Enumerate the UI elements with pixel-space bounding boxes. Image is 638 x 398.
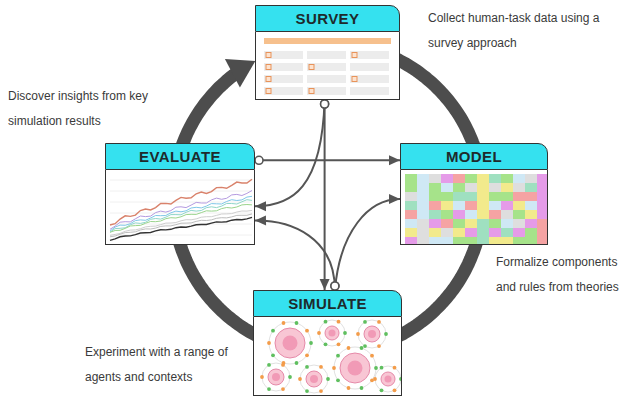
stage-header: MODEL: [400, 143, 548, 170]
stage-illustration: [253, 317, 402, 396]
stage-card: SIMULATE: [253, 290, 402, 396]
stage-title: MODEL: [446, 148, 502, 165]
stage-title: EVALUATE: [139, 148, 221, 165]
illustration: [106, 170, 255, 245]
cycle-arc-line: [394, 238, 478, 338]
start-dot: [321, 100, 329, 108]
arrowhead: [320, 279, 330, 290]
cycle-arc: [181, 59, 256, 150]
stage-header: SURVEY: [255, 5, 400, 32]
stage-description: Discover insights from key simulation re…: [8, 84, 173, 134]
cycle-arc: [178, 237, 259, 337]
start-dot: [331, 282, 339, 290]
flow-arrow: [255, 155, 400, 165]
illustration: [254, 317, 402, 396]
flow-line: [335, 199, 400, 290]
flow-line: [255, 220, 335, 290]
cycle-arc: [394, 238, 478, 338]
arrowhead: [255, 201, 266, 211]
stage-description: Experiment with a range of agents and co…: [85, 340, 245, 390]
stage-description: Formalize components and rules from theo…: [496, 250, 634, 300]
cycle-arc: [393, 58, 475, 151]
stage-title: SURVEY: [296, 10, 360, 27]
flow-arrow: [255, 100, 329, 211]
illustration: [401, 170, 548, 245]
stage-card: MODEL: [400, 143, 548, 245]
illustration: [256, 32, 400, 100]
stage-header: EVALUATE: [105, 143, 255, 170]
stage-illustration: [105, 170, 255, 245]
stage-title: SIMULATE: [288, 295, 367, 312]
flow-line: [255, 159, 400, 161]
cycle-arc-line: [393, 58, 475, 151]
cycle-arc-line: [178, 237, 259, 337]
stage-card: EVALUATE: [105, 143, 255, 245]
flow-arrow: [320, 100, 330, 290]
cycle-arc-line: [181, 71, 240, 150]
flow-arrow: [255, 215, 339, 290]
arrowhead: [389, 155, 400, 165]
arrowhead: [255, 215, 266, 225]
stage-illustration: [255, 32, 400, 100]
start-dot: [331, 282, 339, 290]
flow-line: [324, 100, 326, 290]
stage-card: SURVEY: [255, 5, 400, 100]
stage-header: SIMULATE: [253, 290, 402, 317]
stage-description: Collect human-task data using a survey a…: [428, 6, 608, 56]
start-dot: [321, 100, 329, 108]
flow-line: [255, 100, 325, 206]
arrowhead: [225, 59, 255, 87]
start-dot: [255, 156, 263, 164]
stage-illustration: [400, 170, 548, 245]
arrowhead: [389, 194, 400, 204]
flow-arrow: [331, 194, 400, 290]
